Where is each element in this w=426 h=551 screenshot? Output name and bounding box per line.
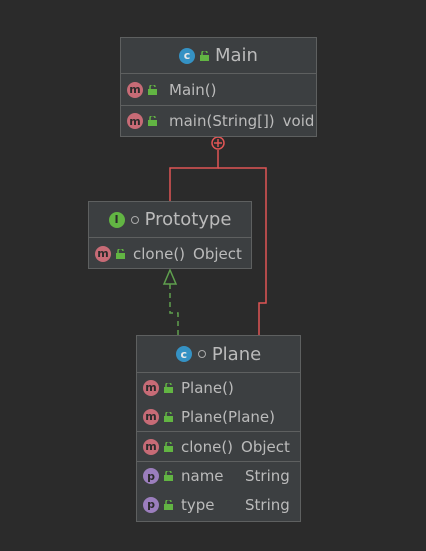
- method-icon: m: [127, 81, 143, 98]
- public-lock-icon: [164, 471, 173, 481]
- member-row[interactable]: m clone() Object: [89, 238, 251, 269]
- member-row[interactable]: m Plane(): [137, 373, 300, 402]
- plane-header: c Plane: [137, 336, 300, 373]
- member-row[interactable]: m main(String[]) void: [121, 105, 316, 136]
- prototype-name: Prototype: [144, 209, 232, 230]
- public-lock-icon: [164, 411, 173, 422]
- package-private-icon: [130, 215, 139, 224]
- class-icon: c: [179, 47, 195, 64]
- member-name: Plane(Plane): [181, 407, 275, 426]
- member-row[interactable]: p type String: [137, 490, 300, 519]
- member-name: main(String[]): [169, 112, 275, 130]
- public-lock-icon: [200, 50, 209, 61]
- main-class-header: c Main: [121, 38, 316, 74]
- member-type: Object: [241, 437, 290, 456]
- member-row[interactable]: p name String: [137, 461, 300, 490]
- member-name: Plane(): [181, 378, 234, 397]
- member-type: void: [282, 112, 315, 130]
- class-icon: c: [175, 346, 192, 362]
- public-lock-icon: [164, 382, 173, 393]
- member-name: name: [181, 467, 224, 485]
- field-icon: p: [143, 496, 159, 513]
- interface-icon: I: [108, 211, 125, 228]
- public-lock-icon: [164, 499, 173, 510]
- member-type: String: [245, 495, 290, 514]
- method-icon: m: [143, 438, 159, 455]
- member-row[interactable]: m clone() Object: [137, 431, 300, 461]
- public-lock-icon: [116, 248, 125, 259]
- prototype-interface-box[interactable]: I Prototype m clone() Object: [88, 201, 252, 269]
- member-row[interactable]: m Plane(Plane): [137, 402, 300, 431]
- member-name: clone(): [181, 437, 234, 456]
- member-row[interactable]: m Main(): [121, 74, 316, 105]
- plane-class-box[interactable]: c Plane m Plane() m Plane(Plane) m clone…: [136, 335, 301, 522]
- plane-name: Plane: [211, 343, 262, 365]
- member-type: String: [245, 467, 290, 485]
- method-icon: m: [127, 113, 143, 129]
- prototype-header: I Prototype: [89, 202, 251, 238]
- method-icon: m: [143, 408, 159, 425]
- package-private-icon: [197, 350, 206, 358]
- member-name: clone(): [133, 244, 186, 263]
- implements-connector: [162, 268, 179, 335]
- method-icon: m: [143, 379, 159, 396]
- public-lock-icon: [164, 441, 173, 452]
- public-lock-icon: [148, 116, 157, 126]
- member-name: type: [181, 495, 215, 514]
- abstract-method-icon: m: [95, 245, 111, 262]
- field-icon: p: [143, 468, 159, 484]
- member-type: Object: [193, 244, 242, 263]
- public-lock-icon: [148, 84, 157, 95]
- member-name: Main(): [169, 80, 217, 99]
- main-class-name: Main: [215, 45, 258, 66]
- inner-class-connector: [169, 136, 267, 335]
- main-class-box[interactable]: c Main m Main() m main(String[]) void: [120, 37, 317, 137]
